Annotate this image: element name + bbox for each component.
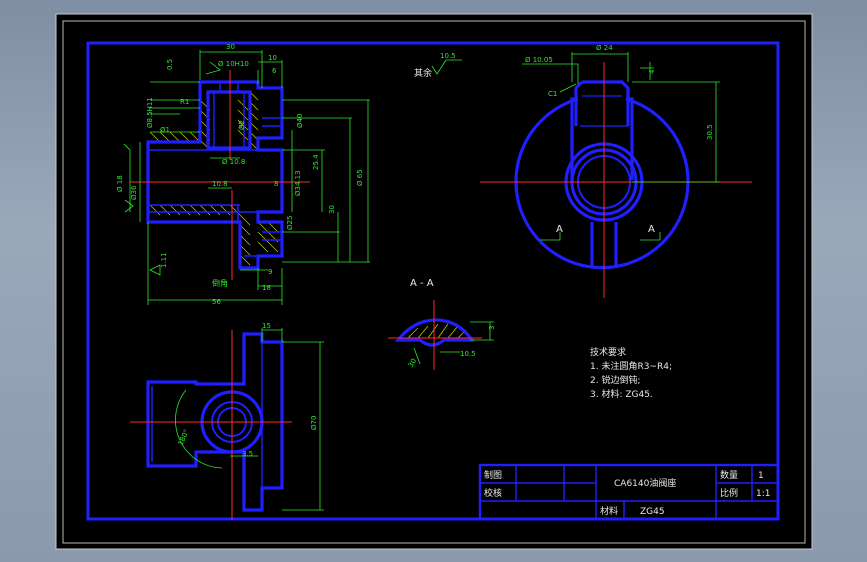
dim-1-11: 1.11 — [160, 252, 168, 268]
dim-9: 9 — [268, 268, 272, 276]
dim-phi40: Ø40 — [296, 114, 304, 128]
dim-30-top: 30 — [226, 43, 235, 51]
title-qty-value: 1 — [758, 471, 764, 481]
dim-phi24: Ø 24 — [596, 44, 613, 52]
dim-phi18: Ø 18 — [116, 175, 124, 192]
dim-c1: C1 — [548, 90, 557, 98]
dim-phi36: Ø36 — [130, 185, 138, 200]
dim-0-5: 0.5 — [166, 59, 174, 70]
dim-phi8-5h11: Ø8.5H11 — [146, 97, 154, 128]
section-mark-a-right: A — [648, 224, 655, 235]
dim-56: 56 — [212, 298, 221, 306]
outer-border — [62, 20, 806, 544]
dim-phi2: Ø2 — [238, 120, 246, 130]
side-view: Ø 24 Ø 10.05 C1 30.5 4 A A — [480, 44, 752, 298]
front-section-view: 30 10 6 Ø 10H10 0.5 Ø8.5H11 Ø1 Ø 10.8 Ø … — [116, 43, 370, 306]
dim-18: 18 — [262, 284, 271, 292]
title-scale-value: 1:1 — [756, 489, 770, 499]
dim-phi25: Ø25 — [286, 216, 294, 230]
roughness-label: 其余 — [414, 67, 432, 79]
dim-25-4: 25.4 — [312, 154, 320, 170]
roughness-value: 10.5 — [440, 52, 456, 60]
dim-30-5: 30.5 — [706, 124, 714, 140]
dim-4: 4 — [648, 69, 656, 74]
hatch-upper — [149, 91, 279, 266]
title-qty-label: 数量 — [720, 469, 738, 481]
dim-10-5-section: 10.5 — [460, 350, 476, 358]
title-scale-label: 比例 — [720, 487, 738, 499]
dim-phi65: Ø 65 — [356, 169, 364, 186]
title-material-label: 材料 — [600, 505, 618, 517]
drawing-viewport — [55, 13, 813, 550]
title-block: 制图 校核 CA6140油阀座 数量 1 比例 1:1 材料 ZG45 — [478, 463, 780, 521]
notes-heading: 技术要求 — [590, 346, 626, 358]
dim-6: 6 — [272, 67, 277, 75]
dim-10-8: Ø 10.8 — [222, 158, 245, 166]
dim-phi10h10: Ø 10H10 — [218, 60, 249, 68]
dim-phi34-13: Ø34.13 — [294, 170, 302, 196]
dim-15: 15 — [262, 322, 271, 330]
notes-line-1: 1. 未注圆角R3~R4; — [590, 360, 672, 372]
roughness-symbol: 其余 10.5 — [414, 52, 462, 79]
dim-3: 3 — [238, 122, 242, 130]
notes-line-3: 3. 材料: ZG45. — [590, 388, 653, 400]
section-title: A - A — [410, 278, 434, 289]
dim-phi70: Ø70 — [310, 416, 318, 430]
technical-notes: 技术要求 1. 未注圆角R3~R4; 2. 锐边倒钝; 3. 材料: ZG45. — [590, 346, 672, 400]
dim-r1: R1 — [180, 98, 189, 106]
notes-line-2: 2. 锐边倒钝; — [590, 374, 640, 386]
section-a-a: A - A 3 10.5 30 — [388, 278, 496, 370]
dim-30-right: 30 — [328, 205, 336, 214]
dim-d1: Ø1 — [160, 126, 170, 134]
section-mark-a-left: A — [556, 224, 563, 235]
top-view: 15 Ø70 180° 3.5 — [130, 322, 324, 520]
title-drawn-label: 制图 — [484, 469, 502, 481]
dim-3-5: 3.5 — [242, 450, 253, 458]
dim-phi10-05: Ø 10.05 — [525, 56, 553, 64]
title-check-label: 校核 — [484, 487, 502, 499]
title-part-name: CA6140油阀座 — [614, 477, 676, 489]
chamfer-note: 倒角 — [212, 278, 228, 288]
dim-10: 10 — [268, 54, 277, 62]
drawing-frame — [86, 41, 780, 521]
dim-10-8-lower: 10.8 — [212, 180, 228, 188]
dim-3-section: 3 — [488, 326, 496, 330]
dim-30-section: 30 — [407, 357, 418, 369]
dim-8: 8 — [274, 180, 278, 188]
title-material-value: ZG45 — [640, 507, 665, 517]
